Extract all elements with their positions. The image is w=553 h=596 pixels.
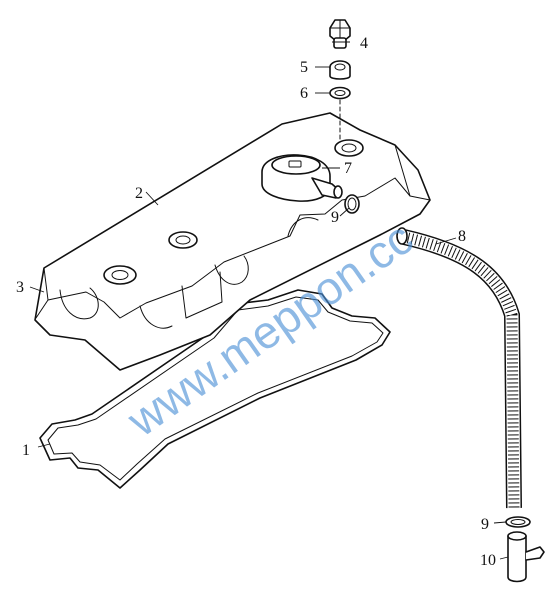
callout-labels: 1 2 3 4 5 6 7 8 9 9 10	[16, 35, 496, 569]
callout-3: 3	[16, 279, 24, 296]
callout-1: 1	[22, 442, 30, 459]
pipe-part	[507, 531, 545, 583]
hose-clip-part	[344, 194, 360, 214]
callout-9-lower: 9	[481, 516, 489, 533]
callout-5: 5	[300, 59, 308, 76]
bolt-part	[329, 19, 351, 49]
o-ring-part	[329, 86, 351, 100]
callout-8: 8	[458, 228, 466, 245]
callout-9-upper: 9	[331, 209, 339, 226]
washer-part	[329, 60, 351, 80]
breather-hose-part	[396, 227, 522, 509]
leader-lines	[29, 41, 509, 560]
callout-10: 10	[480, 552, 496, 569]
rocker-cover-part	[34, 112, 431, 371]
callout-7: 7	[344, 160, 352, 177]
callout-4: 4	[360, 35, 368, 52]
tube-clip-part	[505, 516, 531, 528]
gasket-part	[39, 289, 391, 489]
callout-6: 6	[300, 85, 308, 102]
callout-2: 2	[135, 185, 143, 202]
breather-cap-part	[261, 154, 343, 202]
